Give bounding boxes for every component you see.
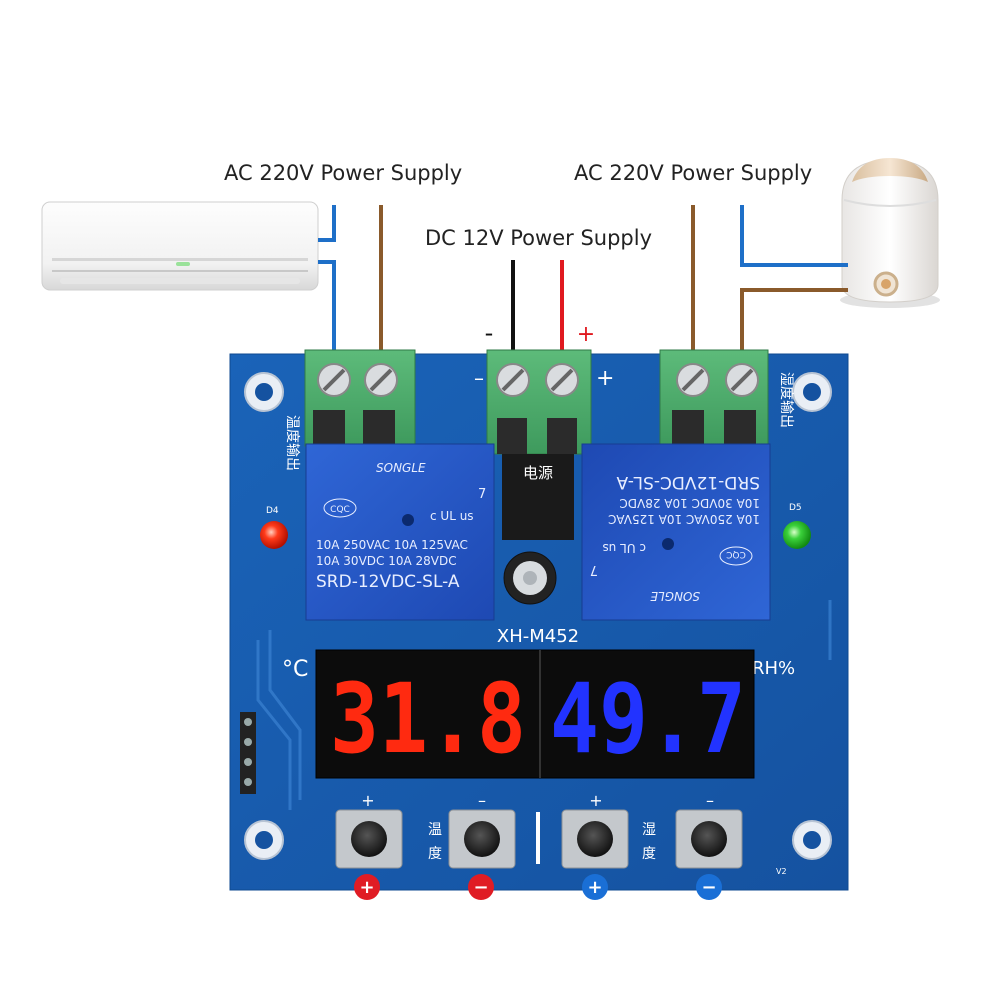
- tactile-button-temp-minus[interactable]: [448, 809, 516, 869]
- relay-left-rating-1: 10A 250VAC 10A 125VAC: [316, 538, 468, 552]
- electrolytic-capacitor: [503, 551, 557, 605]
- relay-right-number: 7: [590, 562, 598, 577]
- key-4-mark: –: [706, 791, 714, 810]
- board-model-label: XH-M452: [497, 626, 579, 647]
- temp-key-label-2: 度: [428, 846, 442, 862]
- hum-key-label-2: 度: [642, 846, 656, 862]
- indicator-hum-minus: −: [696, 874, 722, 900]
- board-revision: V2: [776, 867, 787, 876]
- relay-right-cert: CQC: [726, 549, 746, 559]
- relay-right-brand: SONGLE: [650, 589, 700, 603]
- relay-left-ul: c UL us: [430, 509, 474, 523]
- terminal-plus-label: +: [596, 366, 614, 391]
- relay-left-brand: SONGLE: [376, 461, 426, 475]
- led-d4-label: D4: [266, 506, 279, 516]
- key-1-mark: +: [361, 791, 374, 810]
- caption-dc: DC 12V Power Supply: [425, 226, 653, 250]
- dc-minus-mark: -: [485, 319, 494, 347]
- led-d4: [260, 521, 288, 549]
- tactile-button-hum-plus[interactable]: [561, 809, 629, 869]
- relay-right-rating-2: 10A 30VDC 10A 28VDC: [619, 496, 760, 510]
- right-output-label: 湿度输出: [778, 372, 794, 428]
- tactile-button-hum-minus[interactable]: [675, 809, 743, 869]
- key-2-mark: –: [478, 791, 486, 810]
- svg-text:+: +: [587, 877, 602, 898]
- display-panel: [315, 649, 755, 779]
- led-d5: [783, 521, 811, 549]
- dc-plus-mark: +: [577, 322, 595, 347]
- relay-left-model: SRD-12VDC-SL-A: [316, 572, 460, 592]
- caption-ac-right: AC 220V Power Supply: [574, 161, 813, 185]
- hum-key-label-1: 湿: [642, 822, 656, 838]
- caption-ac-left: AC 220V Power Supply: [224, 161, 463, 185]
- humidifier-illustration: [840, 158, 940, 308]
- relay-left: SONGLE 7 CQC c UL us 10A 250VAC 10A 125V…: [305, 443, 495, 621]
- indicator-hum-plus: +: [582, 874, 608, 900]
- relay-right-rating-1: 10A 250VAC 10A 125VAC: [608, 512, 760, 526]
- relay-right-ul: c UL us: [602, 541, 646, 555]
- voltage-regulator: [502, 454, 574, 540]
- key-3-mark: +: [589, 791, 602, 810]
- relay-left-cert: CQC: [330, 505, 350, 515]
- mounting-holes: [244, 372, 832, 860]
- key-divider: [536, 812, 540, 864]
- terminal-block-right: [659, 349, 769, 447]
- header-pins: [240, 712, 256, 794]
- humidity-display: 49.7: [550, 663, 746, 775]
- terminal-block-left: [304, 349, 416, 447]
- temperature-unit-label: °C: [282, 657, 308, 682]
- terminal-block-power: [486, 349, 592, 455]
- humidity-unit-label: RH%: [752, 658, 795, 679]
- svg-text:−: −: [701, 877, 716, 898]
- temp-key-label-1: 温: [428, 822, 442, 838]
- indicator-temp-plus: +: [354, 874, 380, 900]
- air-conditioner-illustration: [41, 201, 319, 291]
- tactile-button-temp-plus[interactable]: [335, 809, 403, 869]
- indicator-temp-minus: −: [468, 874, 494, 900]
- svg-text:+: +: [359, 877, 374, 898]
- power-label: 电源: [523, 464, 553, 482]
- left-output-label: 温度输出: [284, 415, 300, 471]
- temperature-display: 31.8: [330, 663, 526, 775]
- relay-left-rating-2: 10A 30VDC 10A 28VDC: [316, 554, 457, 568]
- relay-right-model: SRD-12VDC-SL-A: [616, 472, 760, 492]
- relay-left-number: 7: [478, 487, 486, 502]
- relay-right: SONGLE 7 CQC c UL us 10A 250VAC 10A 125V…: [581, 443, 771, 621]
- svg-text:−: −: [473, 877, 488, 898]
- terminal-minus-label: –: [474, 366, 484, 390]
- led-d5-label: D5: [789, 503, 802, 513]
